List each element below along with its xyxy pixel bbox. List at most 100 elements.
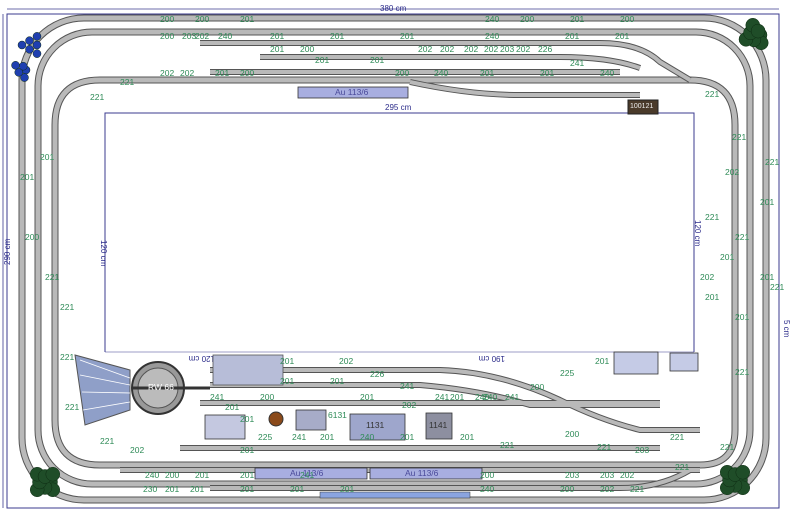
track-part-label: 240 [480,484,494,494]
building-label-1: 6131 [328,410,347,420]
track-part-label: 221 [60,302,74,312]
dimension-inner-height-right: 120 cm [693,220,702,247]
track-part-label: 201 [400,432,414,442]
track-part-label: 202 [516,44,530,54]
track-part-label: 201 [760,197,774,207]
track-part-label: 221 [500,440,514,450]
track-part-label: 200 [260,392,274,402]
track-part-label: 201 [595,356,609,366]
track-part-label: 201 [20,172,34,182]
track-part-label: 226 [370,369,384,379]
dimension-width: 380 cm [380,4,407,13]
track-part-label: 202 [725,167,739,177]
track-part-label: 202 [195,31,209,41]
track-part-label: 200 [530,382,544,392]
track-part-label: 201 [40,152,54,162]
buildings [204,351,699,441]
track-part-label: 230 [143,484,157,494]
track-part-label: 200 [560,484,574,494]
track-part-label: 221 [630,484,644,494]
track-part-label: 201 [280,356,294,366]
bush-icon [32,32,42,41]
track-part-label: 201 [615,31,629,41]
track-part-label: 241 [210,392,224,402]
track-part-label: 201 [240,445,254,455]
track-part-label: 221 [770,282,784,292]
track-part-label: 202 [440,44,454,54]
track-part-label: 201 [705,292,719,302]
inner-table-outline [104,112,695,352]
track-part-label: 201 [215,68,229,78]
track-part-label: 202 [160,68,174,78]
track-part-label: 241 [400,381,414,391]
station-label: 100121 [630,103,653,110]
track-part-label: 201 [360,392,374,402]
track-part-label: 221 [705,212,719,222]
platform-label-bottom-right: Au 113/6 [405,468,439,478]
dimension-lower-width: 190 cm [478,354,505,363]
bush-icon [25,45,34,54]
track-part-label: 221 [45,272,59,282]
track-part-label: 202 [620,470,634,480]
track-part-label: 201 [480,68,494,78]
track-part-label: 201 [225,402,239,412]
building-label-3: 1141 [429,420,448,430]
dimension-lines [2,8,779,508]
track-part-label: 200 [165,470,179,480]
track-part-label: 240 [483,392,497,402]
track-part-label: 201 [240,14,254,24]
track-part-label: 201 [280,376,294,386]
dimension-inner-height: 120 cm [99,240,108,267]
turntable-label: RW 66 [148,382,174,392]
track-part-label: 200 [160,31,174,41]
track-part-label: 201 [370,55,384,65]
dimension-inner-width: 295 cm [385,103,412,112]
trees [29,18,769,498]
track-part-label: 221 [90,92,104,102]
track-part-label: 203 [500,44,514,54]
bushes [11,32,42,82]
track-part-label: 240 [218,31,232,41]
track-part-label: 241 [570,58,584,68]
track-part-label: 201 [720,252,734,262]
track-part-label: 221 [705,89,719,99]
track-part-label: 202 [700,272,714,282]
track-part-label: 221 [720,442,734,452]
station-tracks [120,40,700,491]
track-part-label: 201 [330,376,344,386]
turntable [131,361,210,415]
track-part-label: 221 [670,432,684,442]
platform-label-top: Au 113/6 [335,87,369,97]
track-part-label: 201 [240,484,254,494]
track-part-label: 221 [675,462,689,472]
track-part-label: 200 [240,68,254,78]
track-loops [18,14,770,504]
track-part-label: 241 [292,432,306,442]
track-part-label: 226 [538,44,552,54]
platform-label-bottom-left: Au 113/6 [290,468,324,478]
track-part-label: 202 [600,484,614,494]
track-part-label: 201 [340,484,354,494]
track-part-label: 221 [65,402,79,412]
bush-icon [11,61,20,70]
track-part-label: 200 [395,68,409,78]
track-part-label: 201 [165,484,179,494]
track-part-label: 221 [120,77,134,87]
track-part-label: 200 [25,232,39,242]
track-part-label: 201 [240,414,254,424]
track-part-label: 221 [735,232,749,242]
track-part-label: 200 [520,14,534,24]
track-part-label: 200 [565,429,579,439]
track-part-label: 201 [450,392,464,402]
track-part-label: 200 [300,44,314,54]
bush-icon [18,61,28,71]
roundhouse [74,354,131,426]
tree-icon [735,464,751,480]
track-part-label: 240 [485,31,499,41]
track-part-label: 202 [180,68,194,78]
track-part-label: 202 [339,356,353,366]
track-part-label: 202 [130,445,144,455]
tree-icon [750,23,766,39]
bush-icon [14,68,24,77]
